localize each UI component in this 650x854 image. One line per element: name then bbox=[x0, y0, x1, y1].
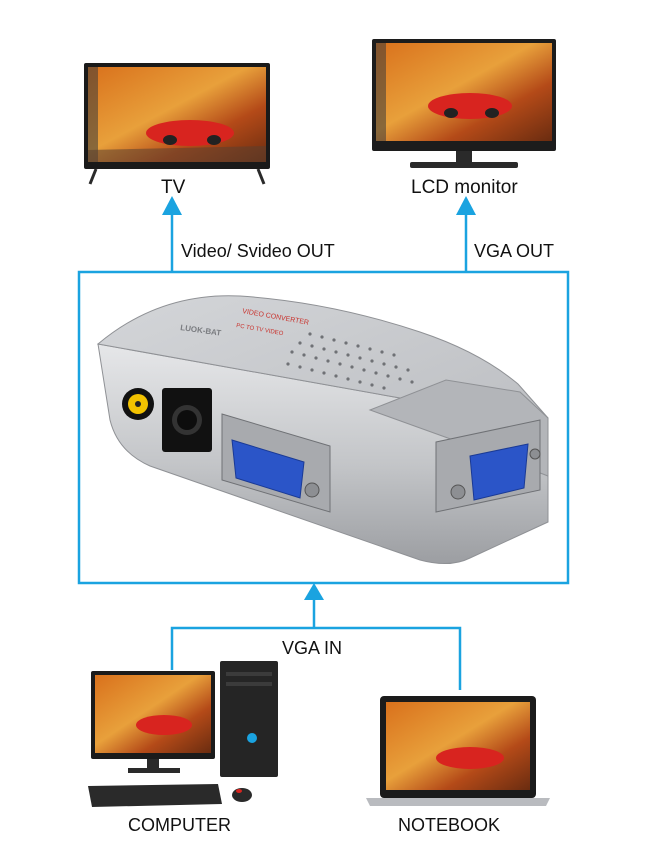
video-out-label: Video/ Svideo OUT bbox=[181, 241, 335, 261]
tv-label: TV bbox=[161, 177, 186, 198]
vga-out-label: VGA OUT bbox=[474, 241, 555, 261]
converter-frame bbox=[77, 270, 570, 585]
vga-in-arrow-icon bbox=[304, 583, 324, 600]
computer-label: COMPUTER bbox=[128, 815, 231, 835]
desktop-computer-icon bbox=[88, 661, 278, 807]
connector-lines bbox=[77, 212, 570, 690]
vga-in-label: VGA IN bbox=[282, 638, 343, 658]
vga-port-side-icon bbox=[435, 419, 541, 513]
vga-port-front-icon bbox=[221, 413, 331, 513]
tv-arrow-icon bbox=[162, 196, 182, 215]
svideo-port-icon bbox=[162, 388, 212, 452]
tv-icon bbox=[84, 63, 270, 185]
notebook-label: NOTEBOOK bbox=[398, 815, 501, 835]
vent-grille bbox=[286, 332, 414, 390]
rca-port-icon bbox=[122, 388, 154, 420]
lcd-monitor-icon bbox=[372, 39, 556, 168]
monitor-arrow-icon bbox=[456, 196, 476, 215]
converter-box-icon: VIDEO CONVERTER PC TO TV VIDEO LUOK-BAT bbox=[96, 295, 549, 564]
vga-in-bracket bbox=[170, 626, 462, 690]
notebook-icon bbox=[366, 696, 550, 806]
lcd-monitor-label: LCD monitor bbox=[411, 177, 518, 198]
